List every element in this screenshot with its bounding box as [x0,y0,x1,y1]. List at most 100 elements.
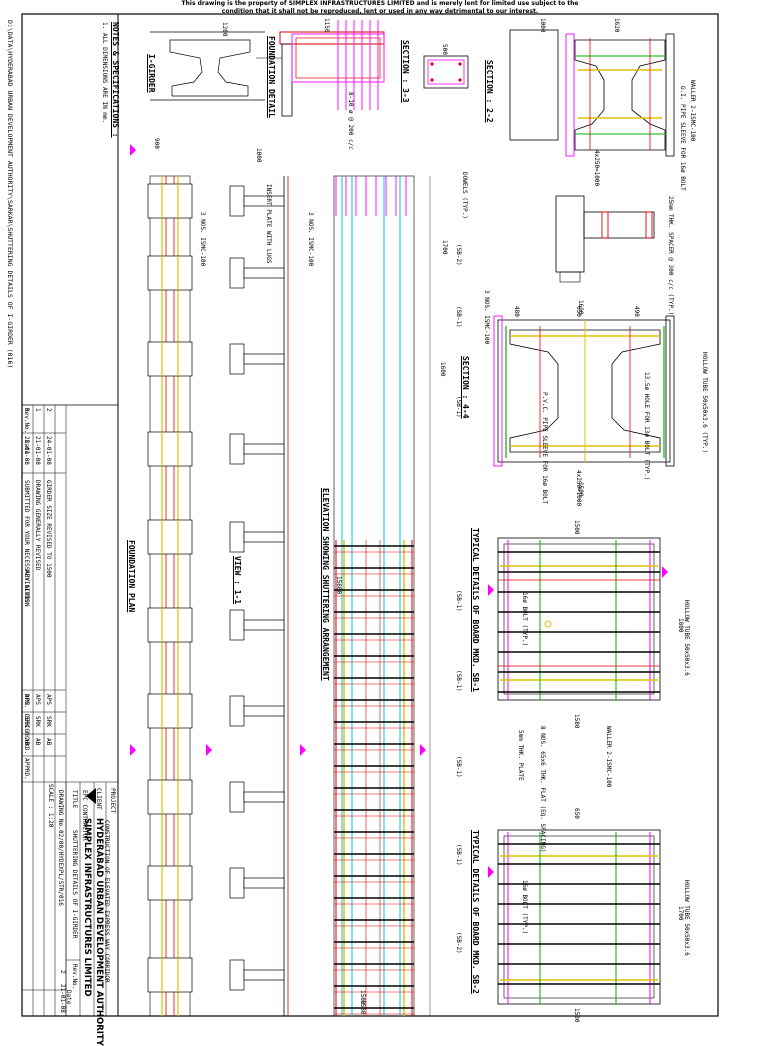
pier-stem [243,969,285,981]
dim-480: 480 [513,306,520,317]
bracket-detail [555,195,655,283]
note-hollow-tube-sb2: HOLLOW TUBE 50x50x3.6 [683,880,690,956]
dim-1500: 1500 [577,482,584,497]
dowel-bars [335,20,407,216]
footing-pad [147,957,193,993]
disclaimer-line-2: condition that it shall not be reproduce… [221,8,539,15]
note-bolt-sb1: 16ø BOLT (TYP.) [521,592,528,647]
revision-cell-design: SRK [45,716,52,727]
label-view-1-1: VIEW : 1-1 [233,556,242,605]
pier-stem [243,877,285,889]
rev-header-apprd: APPRD. [23,758,30,780]
label-foundation-plan: FOUNDATION PLAN [127,540,136,613]
note-hollow-tube-sb1: HOLLOW TUBE 50x50x3.6 [683,600,690,676]
board-sb1 [497,537,661,701]
pier-stem [243,353,285,365]
note-ismc-plan: 3 NOS. ISMC-100 [199,212,206,267]
tb-title-label: TITLE [71,790,78,809]
footing-pad [147,341,193,377]
note-waler: WALLER 2-ISMC-100 [689,80,696,142]
dim-1000-b: 1000 [255,148,262,163]
note-sb2-bottom: (SB-2) [455,932,462,954]
note-spacer: 25mm THK. SPACER @ 300 c/c (TYP.) [667,196,674,316]
note-sb1-d: (SB-1) [455,670,462,692]
pier-stem [243,195,285,207]
section-3-3 [423,55,469,89]
tb-title: SHUTTERING DETAILS OF I-GIRDER [71,830,78,939]
note-sb2-top: (SB-2) [455,244,462,266]
tb-rev-no: 2 [59,970,66,974]
dim-490: 490 [633,306,640,317]
note-gi-pipe: G.I. PIPE SLEEVE FOR 16ø BOLT [679,86,686,191]
label-i-girder: I-GIRDER [147,54,156,93]
elevation-ribs [334,545,414,1015]
footing-pad [147,519,193,555]
revision-cell-drn: APS [34,694,41,705]
tb-client: HYDERABAD URBAN DEVELOPMENT AUTHORITY [94,818,104,1046]
note-ismc-section: 3 NOS. ISMC-100 [483,290,490,345]
pier-cap [229,959,245,991]
simplex-logo [86,788,96,804]
footing-pad [147,693,193,729]
pier-cap [229,781,245,813]
revision-cell-design: SRK [34,716,41,727]
tb-rev-date: 21-01-08 [59,984,66,1013]
note-sb1-c: (SB-1) [455,590,462,612]
view-1-1 [283,176,289,1016]
revision-cell-drn: APS [23,694,30,705]
pier-cap [229,695,245,727]
revision-cell-rev: 2 [45,408,52,412]
board-sb2 [497,829,661,1005]
note-sb1-e: (SB-1) [455,756,462,778]
footing-pad [147,607,193,643]
label-elevation: ELEVATION SHOWING SHUTTERING ARRANGEMENT [321,488,330,681]
tb-project: CONSTRUCTION OF ELEVATED EXPRESS WAY COR… [103,820,110,983]
revision-cell-desc: DRAWING GENERALLY REVISED [34,480,41,571]
label-foundation-detail: FOUNDATION DETAIL [267,36,276,118]
label-section-3-3: SECTION : 3-3 [401,40,410,103]
sb1-ribs [498,551,660,693]
section-2-2 [509,29,675,157]
pier-stem [243,791,285,803]
revision-cell-drn: APS [45,694,52,705]
revision-cell-chkd: AB [23,738,30,746]
dim-1600: 1600 [439,362,446,377]
tb-drawing-no-label: DRAWING No. [57,790,64,830]
note-hole: 13.5ø HOLE FOR 13ø BOLT (TYP.) [643,372,650,481]
pier-stem [243,705,285,717]
sb2-ribs [498,843,660,985]
pier-cap [229,521,245,553]
section-markers [130,144,668,878]
tb-project-label: PROJECT [109,788,116,814]
pier-cap [229,257,245,289]
label-section-4-4: SECTION : 4-4 [461,356,470,419]
revision-cell-date: 21-01-08 [23,436,30,465]
dim-1000: 1000 [539,18,546,33]
file-path: D:\DATA\HYDERABAD URBAN DEVELOPMENT AUTH… [6,20,14,369]
dim-1580-sb1: 1580 [573,714,580,729]
note-sb1-f: (SB-1) [455,844,462,866]
pier-cap [229,185,245,217]
title-block [21,14,119,1016]
section-4-4 [493,315,675,467]
tb-contractor: SIMPLEX INFRASTRUCTURES LIMITED [82,818,92,997]
note-sb1-b: (SB-1) [455,396,462,418]
revision-cell-chkd: AB [34,738,41,746]
note-insert-plate: INSERT PLATE WITH LUGS [265,184,272,264]
i-girder-section [150,31,265,101]
footing-pad [147,865,193,901]
dim-4x250: 4x250=1000 [593,150,600,187]
dim-650: 650 [575,306,582,317]
disclaimer: This drawing is the property of SIMPLEX … [120,0,640,16]
pier-profiles [229,185,285,991]
revision-cell-rev: 1 [34,408,41,412]
dim-1200: 1200 [221,22,228,37]
tb-rev-label: Rev.No. [71,964,78,990]
dim-500: 500 [441,44,448,55]
note-bars: 8-10 ø @ 200 c/c [347,92,354,150]
note-pvc-pipe: P.V.C. PIPE SLEEVE FOR 16ø BOLT [541,392,548,504]
tb-date-label: Date [65,990,72,1005]
dim-1500-sb1: 1500 [573,520,580,535]
label-board-sb1: TYPICAL DETAILS OF BOARD MKD. SB-1 [471,528,480,692]
tb-drawing-no: 02/00/HYDEXPL/STR/016 [57,830,64,906]
